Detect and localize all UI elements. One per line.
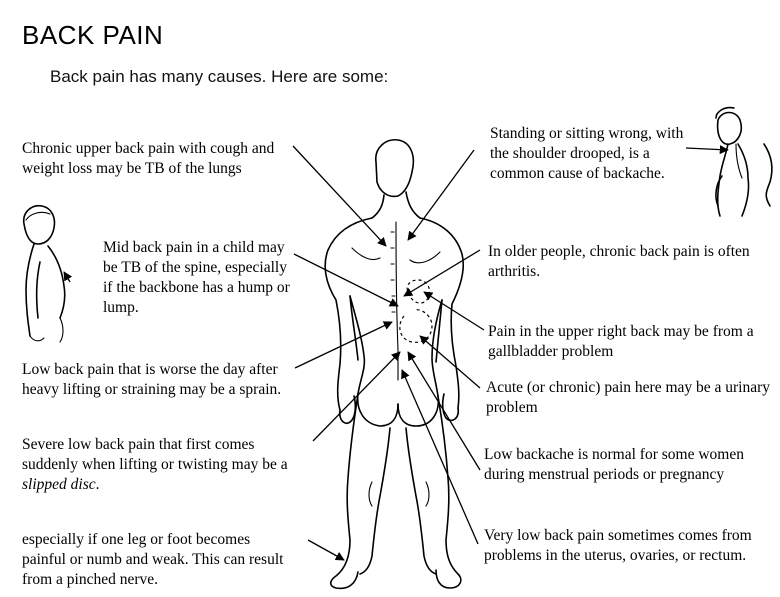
arrow-posture	[407, 149, 475, 241]
body-back-figure	[324, 138, 465, 590]
woman-figure	[715, 106, 773, 217]
arrow-slipped-disc	[312, 351, 401, 442]
arrow-pinched-nerve	[307, 539, 345, 561]
arrow-woman-shoulder	[685, 145, 729, 155]
caption-slipped-disc-term: slipped disc	[22, 476, 96, 493]
caption-arthritis: In older people, chronic back pain is of…	[488, 243, 750, 280]
caption-sprain: Low back pain that is worse the day afte…	[22, 361, 282, 398]
caption-tb-lungs: Chronic upper back pain with cough and w…	[22, 140, 275, 177]
arrow-arthritis	[403, 249, 481, 297]
arrow-tb-spine	[293, 253, 399, 307]
child-figure	[22, 204, 66, 343]
caption-urinary: Acute (or chronic) pain here may be a ur…	[486, 379, 771, 416]
arrow-gallbladder	[423, 291, 485, 331]
caption-menstrual: Low backache is normal for some women du…	[484, 446, 744, 483]
arrow-uterus	[401, 369, 479, 545]
arrow-child-spine	[63, 271, 73, 283]
caption-slipped-disc: Severe low back pain that first comes su…	[22, 435, 307, 495]
arrow-sprain	[294, 321, 393, 369]
page-subtitle: Back pain has many causes. Here are some…	[50, 67, 389, 86]
page-title: BACK PAIN	[22, 20, 164, 50]
pointer-arrows	[63, 145, 729, 561]
caption-tb-spine: Mid back pain in a child may be TB of th…	[103, 239, 290, 316]
caption-pinched-nerve: especially if one leg or foot becomes pa…	[22, 531, 284, 588]
caption-posture: Standing or sitting wrong, with the shou…	[490, 125, 684, 182]
caption-slipped-disc-lead: Severe low back pain that first comes su…	[22, 436, 288, 473]
arrow-urinary	[419, 335, 481, 389]
arrow-tb-lungs	[292, 145, 387, 247]
caption-gallbladder: Pain in the upper right back may be from…	[488, 323, 754, 360]
caption-uterus: Very low back pain sometimes comes from …	[484, 527, 752, 564]
caption-slipped-disc-end: .	[95, 476, 100, 493]
arrow-menstrual	[407, 351, 481, 471]
